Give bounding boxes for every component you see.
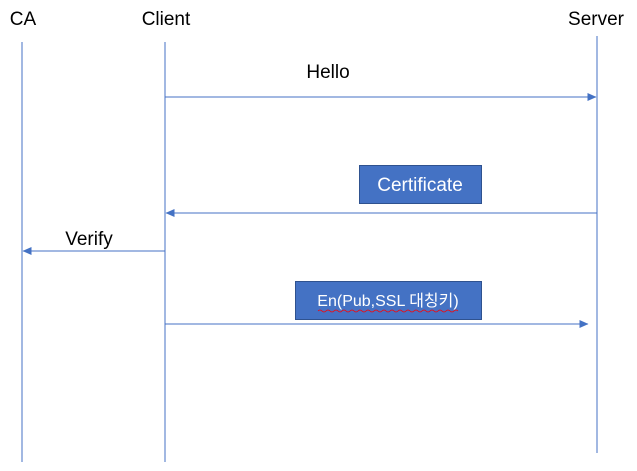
spellcheck-underline: [317, 309, 459, 313]
actor-ca-label: CA: [10, 9, 37, 30]
actor-client-label: Client: [142, 9, 191, 30]
certificate-box: [359, 165, 482, 204]
verify-message-label: Verify: [65, 229, 113, 250]
actor-server-label: Server: [568, 9, 625, 30]
hello-message-label: Hello: [306, 62, 349, 83]
encrypt-box-label: En(Pub,SSL 대칭키): [317, 292, 458, 310]
encrypt-box: [295, 281, 482, 320]
certificate-box-label: Certificate: [377, 175, 463, 196]
